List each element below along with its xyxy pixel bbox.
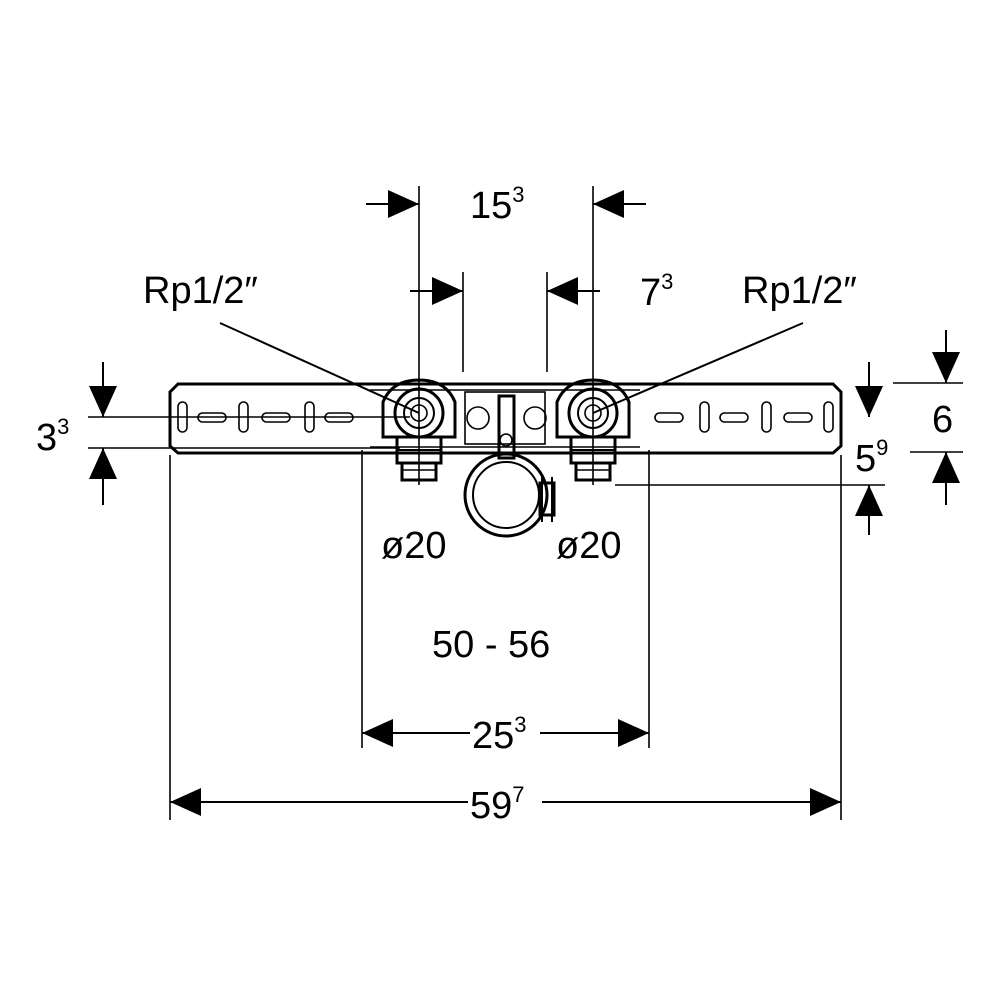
rail-slots — [177, 401, 834, 433]
dimension-25-arrows — [362, 719, 649, 747]
pipe-diameter-left: ø20 — [381, 525, 446, 567]
dim-3-label: 33 — [36, 414, 69, 459]
dim-5-label: 59 — [855, 435, 888, 480]
dimension-5-arrows — [855, 362, 883, 535]
dimension-6-arrows — [932, 330, 960, 505]
pipe-diameter-right: ø20 — [556, 525, 621, 567]
dim-7-label: 73 — [640, 269, 673, 314]
mounting-rail — [168, 382, 843, 455]
dim-25-label: 253 — [472, 712, 527, 757]
thread-label-right: Rp1/2″ — [742, 270, 857, 312]
dim-59-label: 597 — [470, 782, 525, 827]
leader-lines — [219, 322, 804, 414]
dimension-7-arrows — [410, 277, 600, 305]
dimension-59-arrows — [170, 788, 841, 816]
range-label: 50 - 56 — [432, 624, 550, 666]
left-elbow-fitting — [381, 378, 457, 482]
dim-6-label: 6 — [932, 399, 953, 441]
dim-15-label: 153 — [470, 182, 525, 227]
dimension-15-arrows — [366, 190, 646, 218]
thread-label-left: Rp1/2″ — [143, 270, 258, 312]
dimension-3-arrows — [89, 362, 117, 505]
pipe-clamp — [463, 394, 556, 538]
extension-lines — [88, 186, 963, 820]
